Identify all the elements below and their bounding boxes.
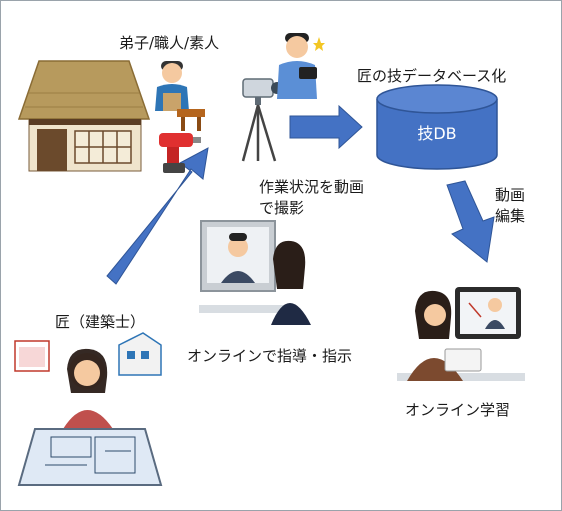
wood-plank — [177, 109, 205, 117]
database-cylinder: 技DB — [376, 84, 498, 170]
house-door — [37, 129, 67, 171]
architect-illustration — [14, 332, 163, 486]
apron — [163, 93, 181, 111]
person-filming-illustration — [277, 33, 325, 99]
online-learning-label: オンライン学習 — [405, 401, 511, 419]
carpenter-illustration — [155, 61, 205, 131]
shoji-window — [74, 130, 132, 164]
thatched-house-illustration — [17, 60, 151, 172]
online-learning-illustration — [397, 287, 525, 381]
thatched-roof — [17, 60, 151, 120]
arrow-camera-to-database — [289, 104, 363, 150]
editing-label: 動画 編集 — [495, 185, 543, 227]
head — [162, 63, 182, 83]
database-text: 技DB — [417, 124, 456, 143]
desk — [199, 305, 295, 313]
db-body — [376, 99, 498, 170]
editing-label-line-1: 動画 — [495, 186, 526, 204]
online-guidance-label: オンラインで指導・指示 — [187, 347, 353, 365]
sawhorse — [181, 117, 185, 131]
filming-label: 作業状況を動画 で撮影 — [259, 177, 399, 219]
editing-label-line-2: 編集 — [495, 207, 526, 225]
house-beam — [29, 119, 141, 125]
apprentice-label: 弟子/職人/素人 — [119, 34, 220, 52]
woman-body — [271, 303, 311, 325]
filming-label-line-2: で撮影 — [259, 199, 305, 217]
woman-hair — [273, 240, 306, 289]
desk — [397, 373, 525, 381]
database-title-label: 匠の技データベース化 — [357, 67, 507, 85]
arrow-master-to-apprentice — [106, 147, 209, 285]
filming-label-line-1: 作業状況を動画 — [259, 178, 365, 196]
arrow-database-to-learning — [446, 180, 495, 263]
sawhorse — [197, 117, 201, 131]
power-drill-icon — [159, 133, 201, 173]
master-label: 匠（建築士） — [55, 313, 146, 331]
db-top — [376, 84, 498, 114]
video-camera-tripod-icon — [241, 78, 283, 162]
video-call-illustration — [199, 220, 311, 325]
